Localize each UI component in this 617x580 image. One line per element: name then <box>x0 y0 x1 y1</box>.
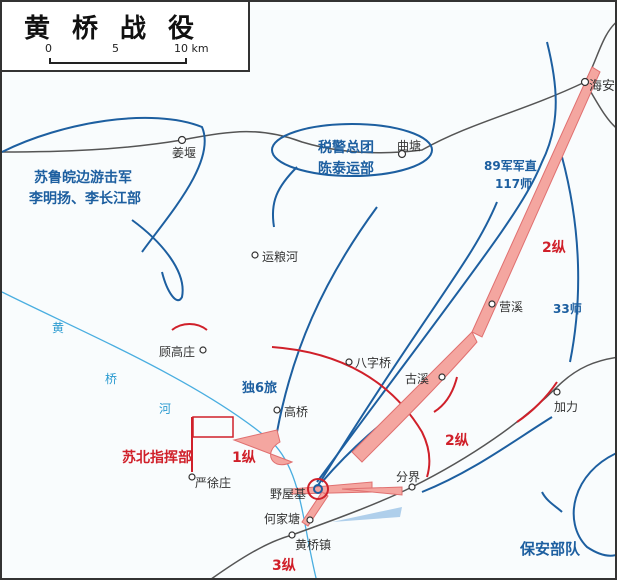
place-huangqiaozhen: 黄桥镇 <box>295 538 332 552</box>
place-baziqiao: 八字桥 <box>355 356 392 370</box>
place-jiali: 加力 <box>554 400 579 414</box>
scale-tick-10: 10 km <box>174 42 209 55</box>
baoan-area <box>572 452 615 557</box>
map-title: 黄桥战役 <box>24 14 217 44</box>
place-fenjie: 分界 <box>396 470 421 484</box>
unit-baoan: 保安部队 <box>520 540 581 558</box>
sulu-area <box>2 116 206 253</box>
yewuji-target <box>307 478 329 500</box>
unit-col1: 1纵 <box>232 450 256 466</box>
river-label-3: 河 <box>159 402 172 416</box>
blue-wedge <box>332 507 402 522</box>
scale-tick-5: 5 <box>112 42 119 55</box>
hq-flag <box>192 416 234 438</box>
place-yewuji: 野屋基 <box>270 487 307 501</box>
unit-shuijing-line2: 陈泰运部 <box>318 161 374 177</box>
place-jiangyan: 姜堰 <box>172 146 197 160</box>
place-gugaozhuang: 顾高庄 <box>159 345 196 359</box>
shuijing-area <box>271 123 433 177</box>
place-yunlianghe: 运粮河 <box>262 250 299 264</box>
unit-col2-north: 2纵 <box>542 240 566 256</box>
place-gaoqiao: 高桥 <box>284 405 309 419</box>
place-yanxuzhuang: 严徐庄 <box>195 476 232 490</box>
place-haian: 海安 <box>589 79 616 94</box>
unit-89army-line1: 89军军直 <box>484 159 537 173</box>
river-label-1: 黄 <box>52 321 65 335</box>
unit-hq: 苏北指挥部 <box>122 450 192 466</box>
town-markers <box>177 77 590 539</box>
unit-89army-line2: 117师 <box>495 177 533 191</box>
place-qutang: 曲塘 <box>397 139 422 153</box>
legend-box: 黄桥战役 0 5 10 km <box>2 2 250 72</box>
scale-tick-0: 0 <box>45 42 52 55</box>
unit-33div: 33师 <box>553 302 582 316</box>
unit-sulu-line2: 李明扬、李长江部 <box>29 191 141 207</box>
place-hejiatang: 何家塘 <box>264 512 301 526</box>
unit-col3: 3纵 <box>272 558 296 574</box>
unit-shuijing-line1: 税警总团 <box>318 140 374 156</box>
river-label-2: 桥 <box>105 372 118 386</box>
red-pink-arrows <box>232 66 601 527</box>
place-yingxi: 营溪 <box>499 300 524 314</box>
unit-du6: 独6旅 <box>242 381 278 396</box>
unit-sulu-line1: 苏鲁皖边游击军 <box>34 170 132 186</box>
scale-bar <box>49 58 187 64</box>
place-guxi: 古溪 <box>405 372 430 386</box>
unit-col2-south: 2纵 <box>445 433 469 449</box>
